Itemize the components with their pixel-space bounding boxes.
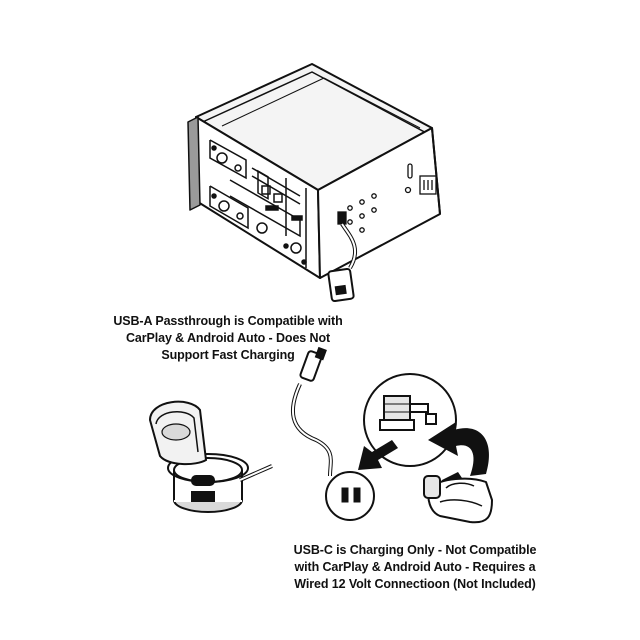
dash-usb-socket	[148, 400, 273, 513]
power-plug-round	[325, 471, 375, 521]
usb-a-cable	[327, 222, 357, 302]
caption-usb-a-line-1: USB-A Passthrough is Compatible with	[113, 314, 343, 328]
usb-c-cable	[291, 346, 375, 521]
curved-arrow-icon	[428, 422, 490, 476]
caption-usb-c-line-1: USB-C is Charging Only - Not Compatible	[293, 543, 537, 557]
caption-usb-c-line-2: with CarPlay & Android Auto - Requires a	[294, 560, 536, 574]
usb-a-port-icon	[191, 491, 215, 502]
head-unit-chassis	[187, 63, 441, 279]
hand-illustration	[423, 475, 493, 524]
caption-usb-c-line-3: Wired 12 Volt Connectioon (Not Included)	[294, 577, 536, 591]
caption-usb-a-line-2: CarPlay & Android Auto - Does Not	[125, 331, 331, 345]
caption-usb-c: USB-C is Charging Only - Not Compatible …	[290, 542, 540, 593]
side-usb-port	[337, 211, 347, 225]
caption-usb-a-line-3: Support Fast Charging	[161, 348, 295, 362]
caption-usb-a: USB-A Passthrough is Compatible with Car…	[98, 313, 358, 364]
usb-plug-head	[299, 350, 323, 382]
arrow-down-left-icon	[358, 440, 398, 470]
usb-a-female-connector	[327, 268, 355, 302]
chassis-side-details	[337, 163, 437, 233]
chassis-front-details	[209, 139, 307, 268]
